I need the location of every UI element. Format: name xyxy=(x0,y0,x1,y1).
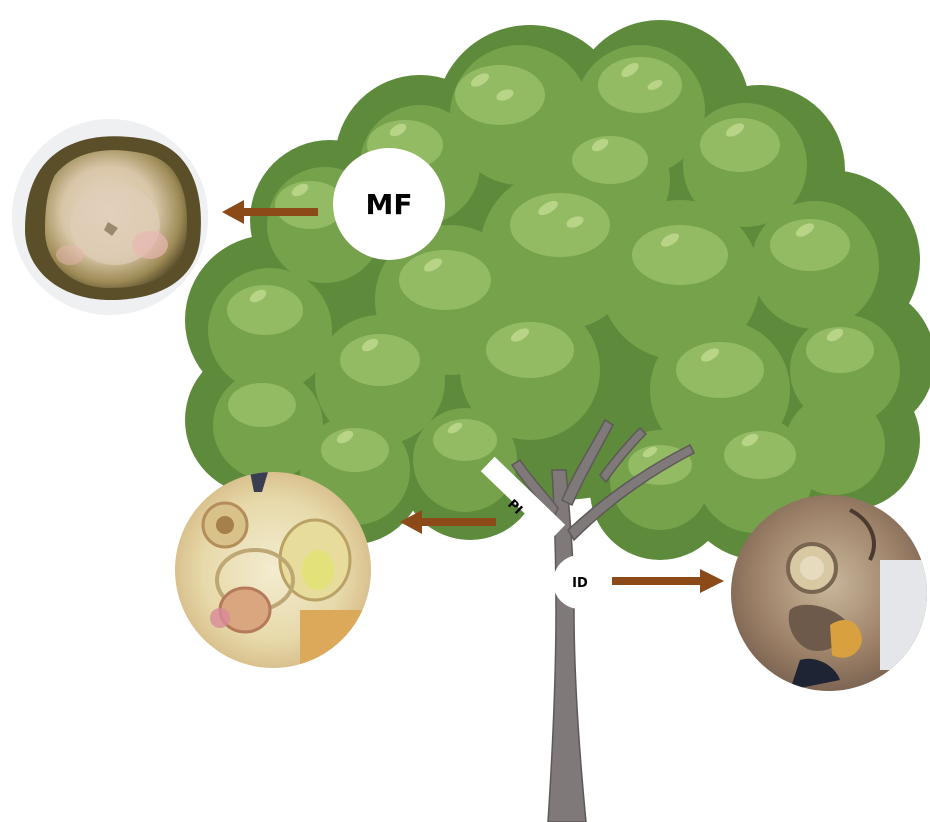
photo-id xyxy=(731,495,930,691)
label-id-text: ID xyxy=(572,576,588,591)
label-id: ID xyxy=(553,555,607,609)
label-mf-text: MF xyxy=(366,188,413,221)
arrow-id xyxy=(612,569,724,593)
label-mf: MF xyxy=(333,148,445,260)
photo-mf xyxy=(12,119,208,315)
